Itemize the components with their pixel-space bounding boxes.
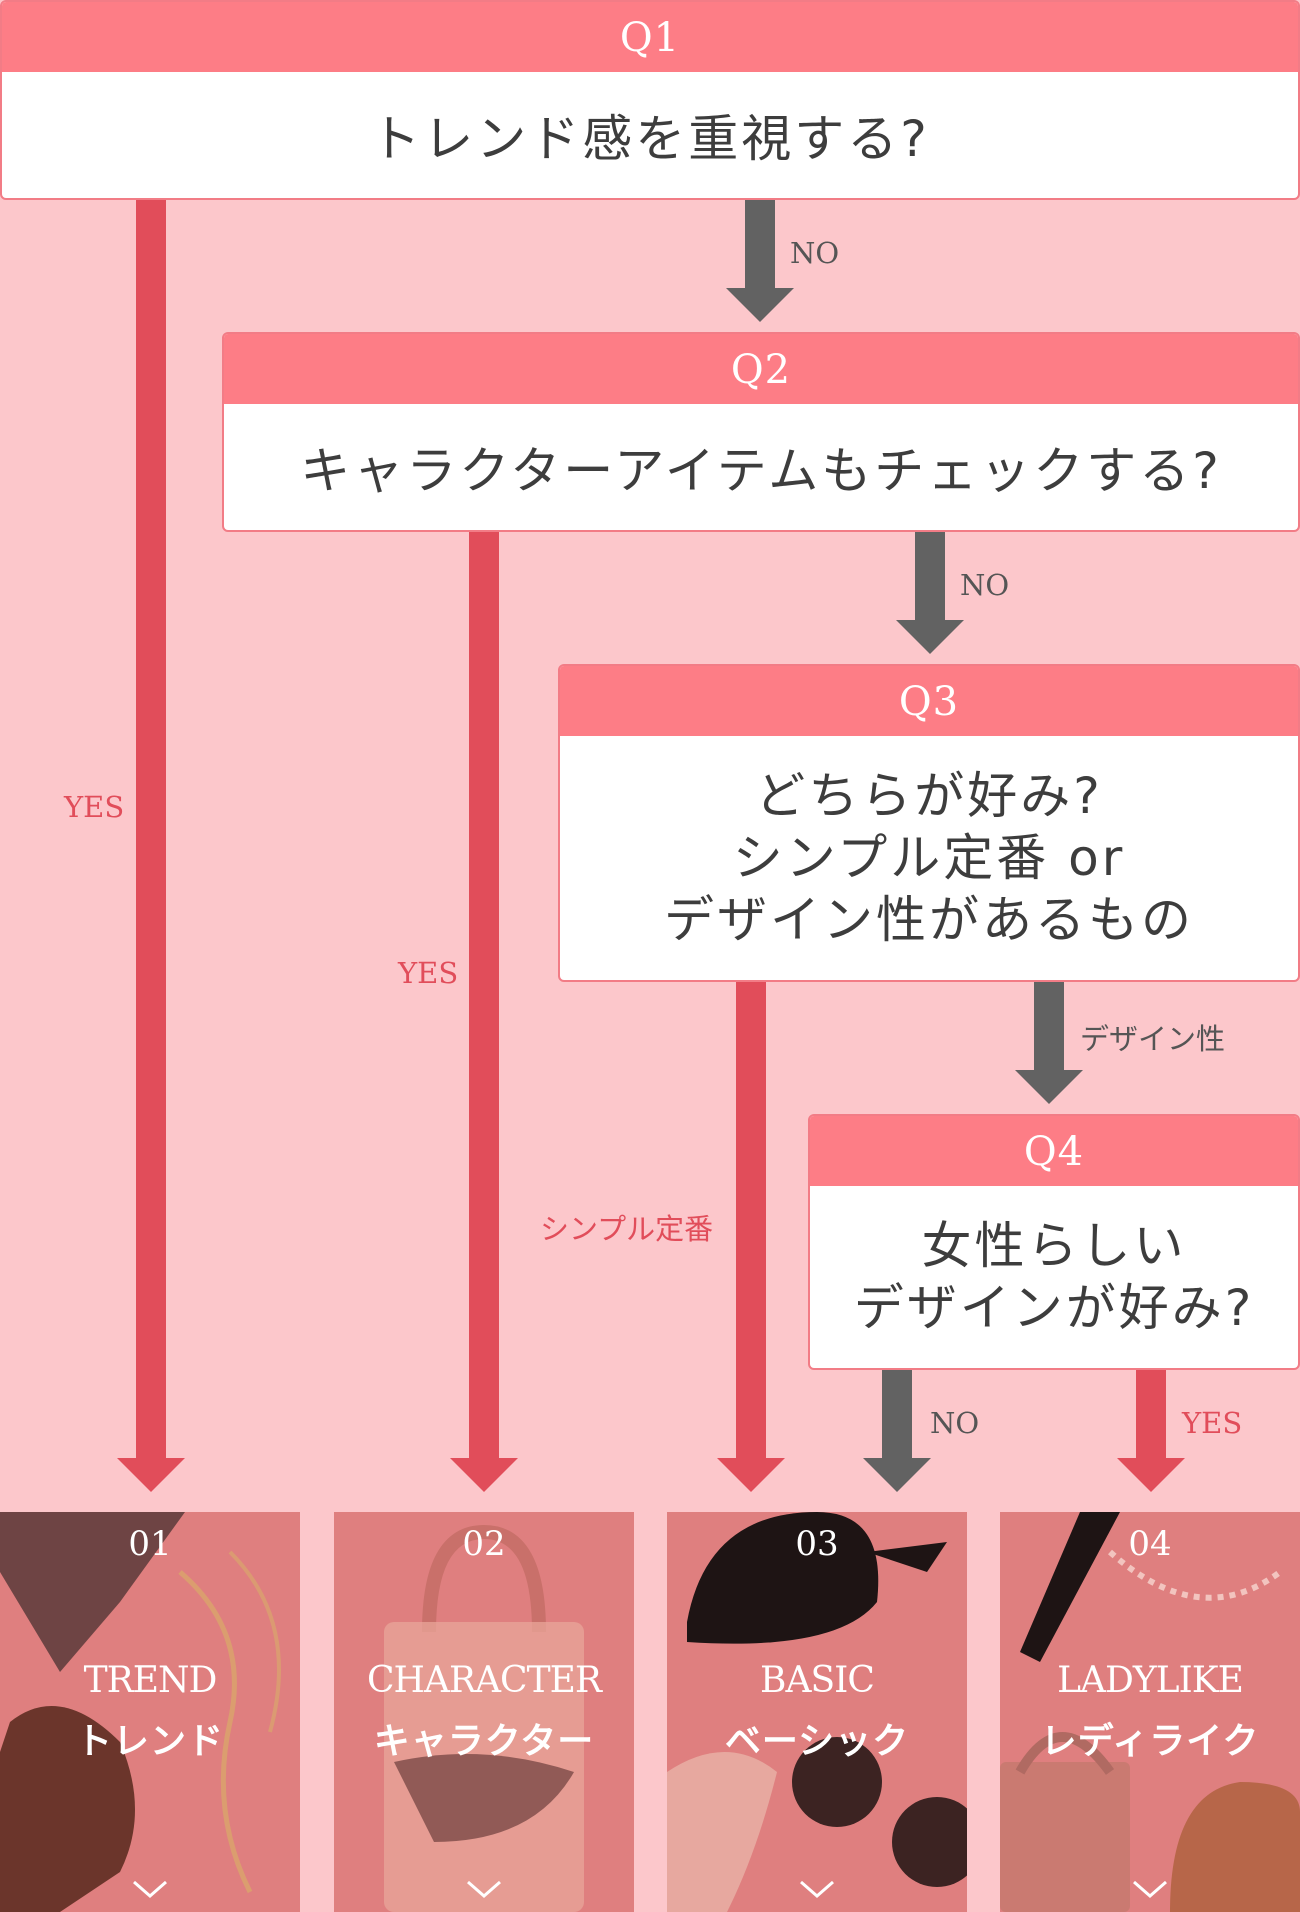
result-title-jp-ladylike: レディライク: [1040, 1721, 1260, 1762]
question-text-q1: トレンド感を重視する?: [370, 110, 930, 168]
arrow-q2-yes-line: [469, 532, 499, 1458]
branch-label-q2-no: NO: [960, 568, 1010, 602]
question-text-q3: どちらが好み? シンプル定番 or デザイン性があるもの: [560, 736, 1298, 980]
question-box-q4: Q4 女性らしい デザインが好み?: [808, 1114, 1300, 1370]
question-text-q3-line3: デザイン性があるもの: [664, 891, 1194, 949]
chevron-down-icon: [1133, 1880, 1167, 1898]
result-title-en-basic: BASIC: [760, 1660, 875, 1701]
result-card-trend[interactable]: 01 TREND トレンド: [0, 1512, 300, 1912]
result-title-en-character: CHARACTER: [367, 1660, 602, 1701]
question-label-q3: Q3: [560, 666, 1298, 736]
arrow-q4-yes-head: [1117, 1458, 1185, 1492]
question-label-q2: Q2: [224, 334, 1298, 404]
result-card-character[interactable]: 02 CHARACTER キャラクター: [334, 1512, 634, 1912]
question-label-q1: Q1: [2, 2, 1298, 72]
arrow-q1-no-line: [745, 200, 775, 288]
result-number-04: 04: [1128, 1524, 1172, 1564]
branch-label-q1-yes: YES: [64, 790, 125, 824]
branch-label-q4-yes: YES: [1182, 1406, 1243, 1440]
result-number-03: 03: [795, 1524, 839, 1564]
question-box-q1: Q1 トレンド感を重視する?: [0, 0, 1300, 200]
arrow-q4-no-line: [882, 1370, 912, 1458]
character-tote-image: [384, 1524, 584, 1912]
arrow-q3-simple-line: [736, 982, 766, 1458]
result-title-jp-basic: ベーシック: [724, 1721, 910, 1762]
arrow-q1-yes-line: [136, 200, 166, 1458]
arrow-q3-simple-head: [717, 1458, 785, 1492]
result-card-basic[interactable]: 03 BASIC ベーシック: [667, 1512, 967, 1912]
result-title-jp-character: キャラクター: [373, 1721, 595, 1762]
result-number-01: 01: [128, 1524, 172, 1564]
arrow-q1-no-head: [726, 288, 794, 322]
arrow-q2-no-head: [896, 620, 964, 654]
chevron-down-icon: [800, 1880, 834, 1898]
basic-items-image: [667, 1512, 967, 1912]
question-box-q3: Q3 どちらが好み? シンプル定番 or デザイン性があるもの: [558, 664, 1300, 982]
result-title-en-ladylike: LADYLIKE: [1057, 1660, 1244, 1701]
chevron-down-icon: [467, 1880, 501, 1898]
branch-label-q3-simple: シンプル定番: [540, 1212, 714, 1246]
question-text-q4: 女性らしい デザインが好み?: [810, 1186, 1298, 1368]
arrow-q3-design-head: [1015, 1070, 1083, 1104]
result-title-jp-trend: トレンド: [75, 1721, 224, 1762]
arrow-q3-design-line: [1034, 982, 1064, 1070]
result-title-en-trend: TREND: [83, 1660, 218, 1701]
arrow-q2-no-line: [915, 532, 945, 620]
chevron-down-icon: [133, 1880, 167, 1898]
arrow-q1-yes-head: [117, 1458, 185, 1492]
question-box-q2: Q2 キャラクターアイテムもチェックする?: [222, 332, 1300, 532]
branch-label-q1-no: NO: [790, 236, 840, 270]
question-text-q2: キャラクターアイテムもチェックする?: [300, 442, 1222, 500]
trend-items-image: [0, 1512, 281, 1912]
branch-label-q4-no: NO: [930, 1406, 980, 1440]
arrow-q4-no-head: [863, 1458, 931, 1492]
result-number-02: 02: [462, 1524, 506, 1564]
branch-label-q3-design: デザイン性: [1080, 1022, 1226, 1056]
arrow-q2-yes-head: [450, 1458, 518, 1492]
arrow-q4-yes-line: [1136, 1370, 1166, 1458]
ladylike-items-image: [1000, 1512, 1300, 1912]
question-text-q4-line1: 女性らしい: [921, 1217, 1187, 1275]
question-text-q4-line2: デザインが好み?: [853, 1279, 1255, 1337]
result-card-ladylike[interactable]: 04 LADYLIKE レディライク: [1000, 1512, 1300, 1912]
question-text-q3-line1: どちらが好み?: [755, 767, 1103, 825]
branch-label-q2-yes: YES: [398, 956, 459, 990]
question-label-q4: Q4: [810, 1116, 1298, 1186]
question-text-q3-line2: シンプル定番 or: [732, 829, 1126, 887]
